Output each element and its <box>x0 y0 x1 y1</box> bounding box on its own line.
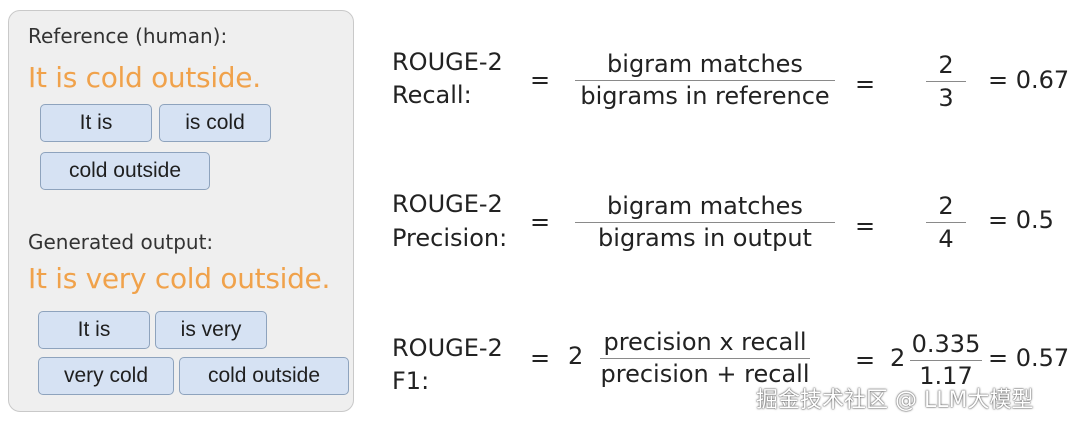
generated-bigram-chip: is very <box>155 311 267 349</box>
generated-sentence: It is very cold outside. <box>28 262 331 295</box>
generated-bigram-chip: It is <box>38 311 150 349</box>
f1-coefficient-2: 2 <box>890 344 906 372</box>
f1-value-denominator: 1.17 <box>919 362 973 390</box>
reference-bigram-chip: is cold <box>159 104 271 142</box>
f1-numerator: precision x recall <box>603 328 807 356</box>
recall-value-denominator: 3 <box>938 84 954 112</box>
precision-value-denominator: 4 <box>938 225 954 253</box>
recall-name-line2: Recall: <box>392 81 472 109</box>
precision-name-line1: ROUGE-2 <box>392 190 503 218</box>
reference-bigram-chip: cold outside <box>40 152 210 190</box>
watermark-text: 掘金技术社区 @ LLM大模型 <box>756 388 1034 413</box>
recall-fraction-bar <box>575 80 835 81</box>
f1-equals: = <box>530 344 551 372</box>
f1-equals-2: = <box>855 346 876 374</box>
f1-name-line2: F1: <box>392 367 430 395</box>
precision-result: = 0.5 <box>988 206 1054 234</box>
f1-value-numerator: 0.335 <box>911 330 981 358</box>
recall-numerator: bigram matches <box>607 50 803 78</box>
reference-sentence: It is cold outside. <box>28 61 261 94</box>
generated-label: Generated output: <box>28 230 214 254</box>
f1-coefficient: 2 <box>568 342 584 370</box>
f1-fraction-bar <box>600 358 810 359</box>
f1-result: = 0.57 <box>988 344 1070 372</box>
precision-equals-2: = <box>855 212 876 240</box>
precision-value-bar <box>926 222 966 223</box>
generated-bigram-chip: cold outside <box>179 357 349 395</box>
recall-denominator: bigrams in reference <box>580 82 830 110</box>
reference-bigram-chip: It is <box>40 104 152 142</box>
generated-bigram-chip: very cold <box>38 357 174 395</box>
recall-value-numerator: 2 <box>938 51 954 79</box>
precision-equals: = <box>530 208 551 236</box>
recall-equals: = <box>530 66 551 94</box>
precision-numerator: bigram matches <box>607 192 803 220</box>
f1-name-line1: ROUGE-2 <box>392 334 503 362</box>
precision-value-numerator: 2 <box>938 192 954 220</box>
precision-fraction-bar <box>575 222 835 223</box>
f1-denominator: precision + recall <box>600 360 810 388</box>
precision-name-line2: Precision: <box>392 224 508 252</box>
recall-result: = 0.67 <box>988 66 1070 94</box>
reference-label: Reference (human): <box>28 24 228 48</box>
recall-name-line1: ROUGE-2 <box>392 48 503 76</box>
recall-value-bar <box>926 81 966 82</box>
f1-value-bar <box>910 360 982 361</box>
recall-equals-2: = <box>855 70 876 98</box>
precision-denominator: bigrams in output <box>598 224 812 252</box>
